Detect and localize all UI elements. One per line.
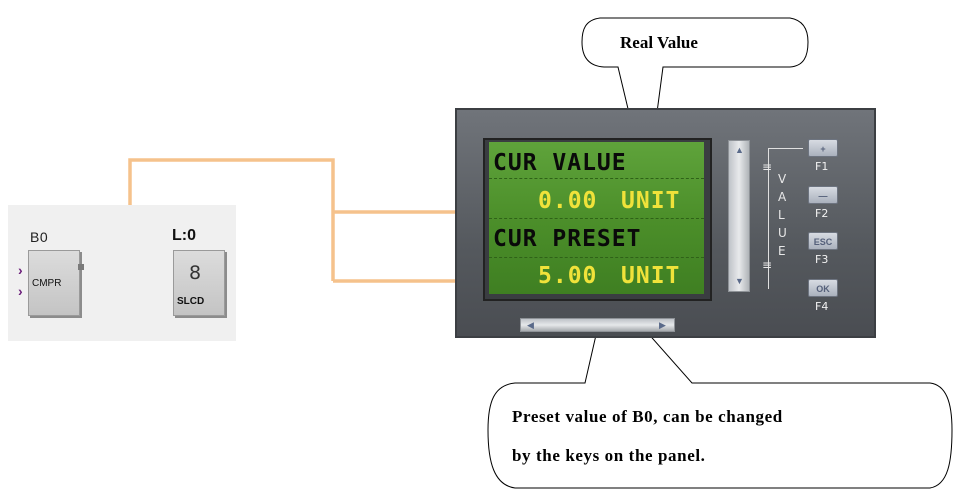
lcd-unit-2: UNIT	[621, 263, 681, 289]
minus-key-button[interactable]: —	[808, 186, 838, 204]
vertical-scrollbar[interactable]: ▲ ▼	[728, 140, 750, 292]
side-label: A	[778, 190, 787, 204]
f3-label: F3	[815, 253, 829, 266]
cmpr-label: CMPR	[32, 278, 62, 289]
real-value-callout: Real Value	[620, 33, 698, 52]
f2-label: F2	[815, 207, 829, 220]
lcd-preset-value[interactable]: 5.00	[538, 263, 598, 289]
lcd-digit-icon: 8	[189, 262, 202, 284]
output-pin-icon[interactable]	[78, 264, 84, 270]
block-b0-name: B0	[30, 229, 49, 245]
horizontal-scrollbar[interactable]: ◀ ▶	[520, 318, 675, 332]
side-label: E	[778, 244, 786, 258]
lcd-divider	[489, 257, 704, 258]
input-pin-2-icon[interactable]: ›	[18, 283, 23, 299]
lcd-divider	[489, 178, 704, 179]
block-l0-name: L:0	[172, 227, 196, 244]
plus-key-button[interactable]: +	[808, 139, 838, 157]
scroll-right-icon[interactable]: ▶	[659, 320, 666, 330]
lcd-current-value: 0.00	[538, 188, 598, 214]
lcd-divider	[489, 218, 704, 219]
lcd-line-cur-value: CUR VALUE	[493, 150, 627, 176]
f4-label: F4	[815, 300, 829, 313]
preset-callout-line-2: by the keys on the panel.	[512, 446, 706, 465]
esc-key-button[interactable]: ESC	[808, 232, 838, 250]
slcd-block[interactable]	[173, 250, 225, 316]
scroll-left-icon[interactable]: ◀	[527, 320, 534, 330]
cmpr-block[interactable]	[28, 250, 80, 316]
preset-callout-line-1: Preset value of B0, can be changed	[512, 407, 783, 426]
input-pin-1-icon[interactable]: ›	[18, 262, 23, 278]
side-label: ≡	[762, 160, 773, 174]
side-label: U	[778, 226, 787, 240]
lcd-line-cur-preset: CUR PRESET	[493, 226, 642, 252]
value-bracket	[768, 148, 803, 289]
scroll-up-icon[interactable]: ▲	[735, 145, 744, 155]
side-label: L	[778, 208, 785, 222]
lcd-unit-1: UNIT	[621, 188, 681, 214]
side-label: V	[778, 172, 787, 186]
side-label: ≡	[762, 258, 773, 272]
ok-key-button[interactable]: OK	[808, 279, 838, 297]
slcd-label: SLCD	[177, 296, 205, 307]
scroll-down-icon[interactable]: ▼	[735, 276, 744, 286]
f1-label: F1	[815, 160, 829, 173]
